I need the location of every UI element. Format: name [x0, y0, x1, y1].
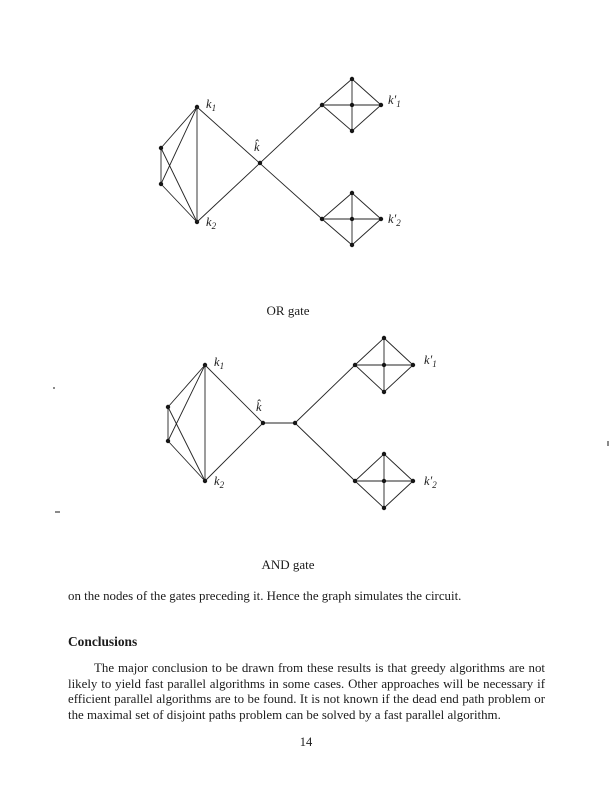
graph-edge	[351, 104, 382, 132]
graph-edge	[383, 364, 414, 393]
and-label-k2: k2	[214, 474, 225, 490]
or-label-k1: k1	[206, 97, 216, 113]
graph-edge	[351, 78, 382, 106]
graph-vertex	[165, 404, 171, 410]
graph-edge	[351, 218, 382, 246]
graph-edge	[383, 480, 414, 509]
or-label-k2-prime: k′2	[388, 212, 401, 228]
graph-vertex	[260, 420, 266, 426]
scan-artifact-tick	[607, 441, 609, 446]
graph-edge	[321, 104, 353, 132]
graph-vertex	[349, 190, 355, 196]
graph-edge	[167, 440, 206, 482]
graph-vertex	[158, 145, 164, 151]
graph-vertex	[381, 505, 387, 511]
or-left-clique	[158, 104, 200, 225]
and-bottom-right-clique	[352, 451, 416, 511]
graph-vertex	[349, 128, 355, 134]
graph-vertex	[165, 438, 171, 444]
graph-vertex	[381, 451, 387, 457]
graph-edge	[321, 192, 353, 220]
graph-edge	[167, 364, 206, 408]
conclusions-heading: Conclusions	[68, 634, 138, 649]
graph-edge	[160, 106, 198, 185]
graph-edge	[354, 480, 385, 509]
graph-vertex	[381, 362, 387, 368]
graph-edge	[321, 78, 353, 106]
or-bottom-right-clique	[319, 190, 384, 248]
graph-edge	[383, 453, 414, 482]
conclusions-paragraph: The major conclusion to be drawn from th…	[68, 661, 545, 722]
and-left-clique	[165, 362, 208, 484]
or-gate-figure: k1 k2 k̂ k′1 k′2	[158, 76, 401, 248]
scan-artifact-dot	[53, 387, 55, 389]
graph-edge	[160, 106, 198, 149]
graph-vertex	[378, 216, 384, 222]
or-label-k1-prime: k′1	[388, 93, 401, 109]
graph-vertex	[158, 181, 164, 187]
or-label-k2: k2	[206, 215, 217, 231]
graph-edge	[321, 218, 353, 246]
scan-artifact-dash	[55, 511, 60, 513]
graph-edge	[167, 364, 206, 442]
graph-edge	[167, 406, 206, 482]
graph-edge	[354, 364, 385, 393]
graph-vertex	[410, 478, 416, 484]
graph-vertex	[319, 216, 325, 222]
graph-vertex	[381, 335, 387, 341]
graph-vertex	[257, 160, 263, 166]
and-gate-caption: AND gate	[261, 557, 315, 572]
page-number: 14	[299, 735, 313, 749]
and-label-k1-prime: k′1	[424, 353, 437, 369]
graph-vertex	[349, 102, 355, 108]
graph-vertex	[378, 102, 384, 108]
and-connector-edges	[204, 364, 356, 482]
and-label-khat: k̂	[256, 400, 262, 414]
graph-vertex	[410, 362, 416, 368]
and-label-k2-prime: k′2	[424, 474, 437, 490]
graph-edge	[351, 192, 382, 220]
graph-edge	[354, 453, 385, 482]
graph-vertex	[292, 420, 298, 426]
graph-vertex	[319, 102, 325, 108]
graph-vertex	[349, 242, 355, 248]
graph-edge	[294, 422, 356, 482]
graph-vertex	[381, 389, 387, 395]
and-top-right-clique	[352, 335, 416, 395]
graph-vertex	[381, 478, 387, 484]
graph-edge	[204, 364, 264, 424]
graph-vertex	[352, 478, 358, 484]
graph-edge	[354, 337, 385, 366]
or-gate-caption: OR gate	[266, 303, 310, 318]
or-top-right-clique	[319, 76, 384, 134]
or-label-khat: k̂	[254, 140, 260, 154]
graph-edge	[383, 337, 414, 366]
body-text-line: on the nodes of the gates preceding it. …	[68, 589, 462, 603]
graph-vertex	[349, 76, 355, 82]
or-cross-edges	[196, 104, 323, 223]
graph-vertex	[349, 216, 355, 222]
graph-edge	[294, 364, 356, 424]
graph-vertex	[352, 362, 358, 368]
graph-edge	[204, 422, 264, 482]
and-gate-figure: k1 k2 k̂ k′1 k′2	[165, 335, 437, 511]
and-label-k1: k1	[214, 355, 224, 371]
graph-edge	[160, 147, 198, 223]
graph-edge	[160, 183, 198, 223]
